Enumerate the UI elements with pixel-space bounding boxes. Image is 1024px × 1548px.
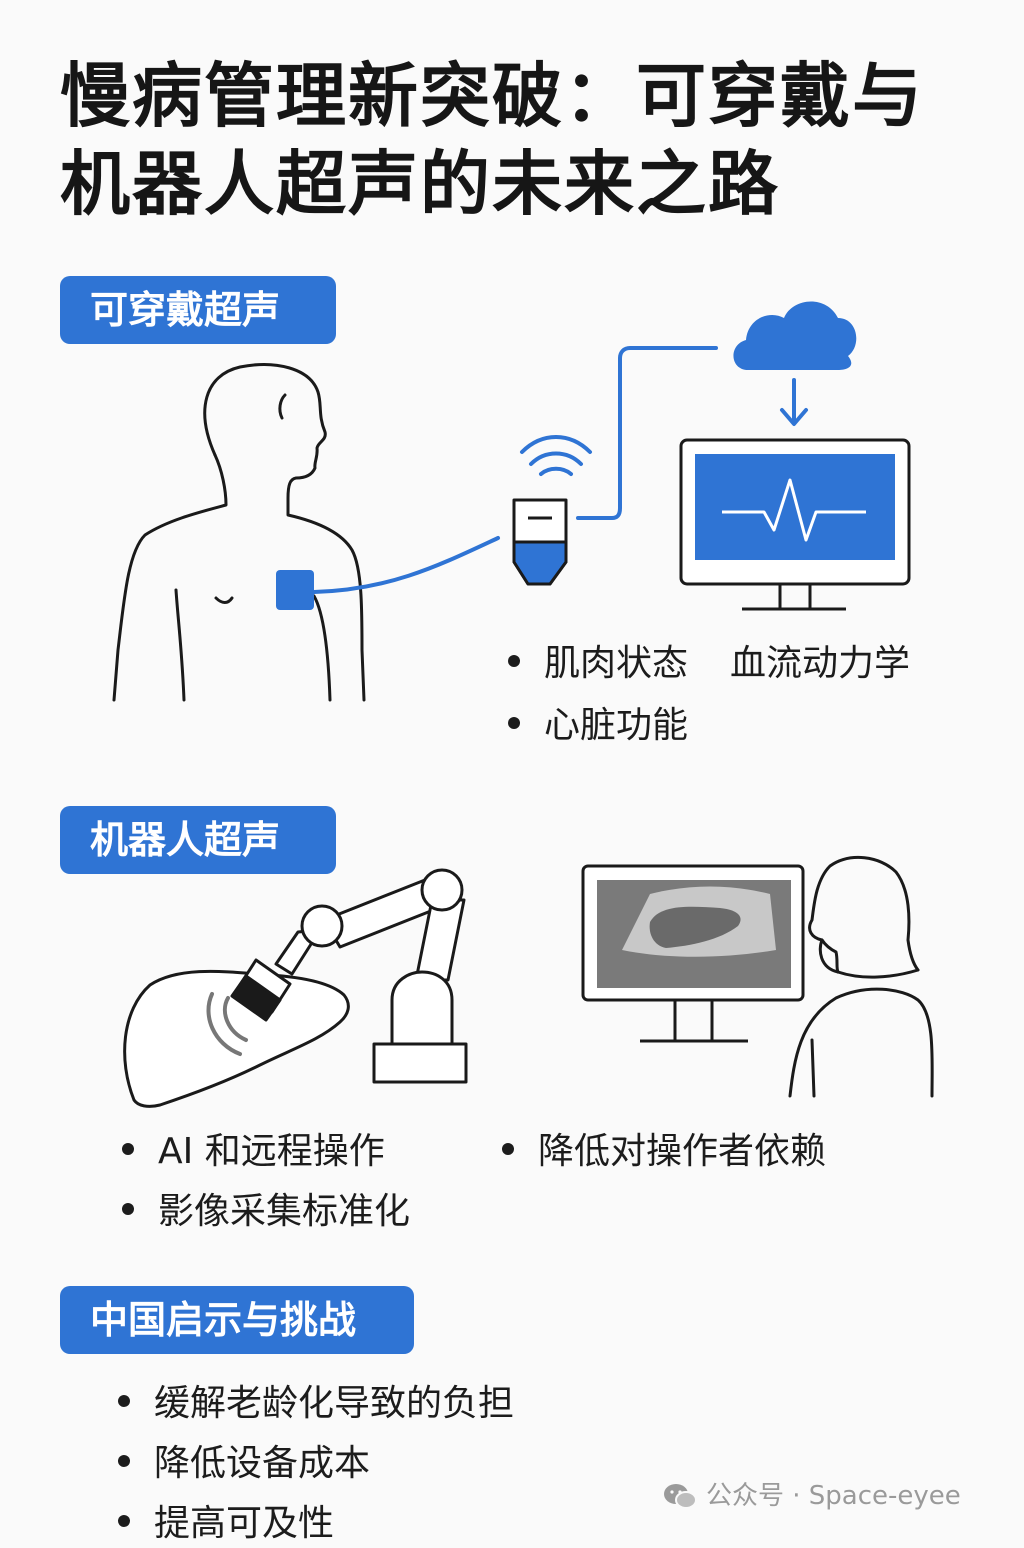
bullet-china-1: 缓解老龄化导致的负担 — [118, 1380, 514, 1428]
wearable-illustration — [112, 301, 911, 702]
doctor-icon — [788, 855, 934, 1098]
monitor-icon — [679, 438, 911, 611]
section-badge-china: 中国启示与挑战 — [60, 1286, 414, 1354]
bullet-dot — [502, 1143, 514, 1155]
ultrasound-wave-icon — [206, 992, 248, 1056]
bullet-wearable-3: 心脏功能 — [508, 702, 688, 750]
bullet-text: 降低设备成本 — [154, 1443, 371, 1484]
cloud-icon — [733, 301, 857, 370]
ultrasound-probe-icon — [512, 498, 568, 586]
section-badge-robotic: 机器人超声 — [60, 806, 336, 874]
bullet-text: 提高可及性 — [154, 1503, 335, 1544]
section-badge-wearable: 可穿戴超声 — [60, 276, 336, 344]
bullet-dot — [118, 1455, 130, 1467]
bullet-dot — [118, 1395, 130, 1407]
bullet-china-2: 降低设备成本 — [118, 1440, 370, 1488]
watermark-text: 公众号 · Space-eyee — [706, 1481, 961, 1511]
bullet-text: AI 和远程操作 — [158, 1131, 385, 1172]
chest-patch-icon — [276, 570, 314, 610]
wireless-signal-icon — [520, 435, 592, 476]
page-title: 慢病管理新突破：可穿戴与机器人超声的未来之路 — [60, 55, 924, 225]
down-arrow-icon — [780, 378, 808, 426]
liver-scan-shape — [649, 906, 741, 948]
bullet-robotic-1: AI 和远程操作 — [122, 1128, 385, 1176]
bullet-robotic-2: 影像采集标准化 — [122, 1188, 410, 1236]
bullet-china-3: 提高可及性 — [118, 1500, 334, 1548]
bullet-wearable-2: 血流动力学 — [730, 640, 910, 688]
bullet-dot — [122, 1203, 134, 1215]
bullet-text: 缓解老龄化导致的负担 — [154, 1383, 515, 1424]
sensor-cable — [312, 536, 500, 594]
bullet-text: 肌肉状态 — [544, 643, 689, 684]
bullet-text: 影像采集标准化 — [158, 1191, 411, 1232]
liver-icon — [123, 969, 350, 1108]
heartbeat-waveform — [722, 478, 866, 542]
bullet-text: 血流动力学 — [730, 643, 911, 684]
bullet-wearable-1: 肌肉状态 — [508, 640, 688, 688]
robotic-illustration — [123, 855, 934, 1108]
ultrasound-monitor-icon — [581, 864, 805, 1043]
data-link-line — [576, 346, 718, 520]
bullet-text: 心脏功能 — [544, 705, 689, 746]
bullet-dot — [508, 717, 520, 729]
watermark: 公众号 · Space-eyee — [662, 1476, 961, 1516]
bullet-robotic-3: 降低对操作者依赖 — [502, 1128, 826, 1176]
bullet-text: 降低对操作者依赖 — [538, 1131, 827, 1172]
bullet-dot — [118, 1515, 130, 1527]
person-icon — [112, 363, 366, 702]
bullet-dot — [508, 655, 520, 667]
robot-arm-icon — [230, 868, 468, 1084]
wechat-icon — [664, 1483, 697, 1509]
bullet-dot — [122, 1143, 134, 1155]
